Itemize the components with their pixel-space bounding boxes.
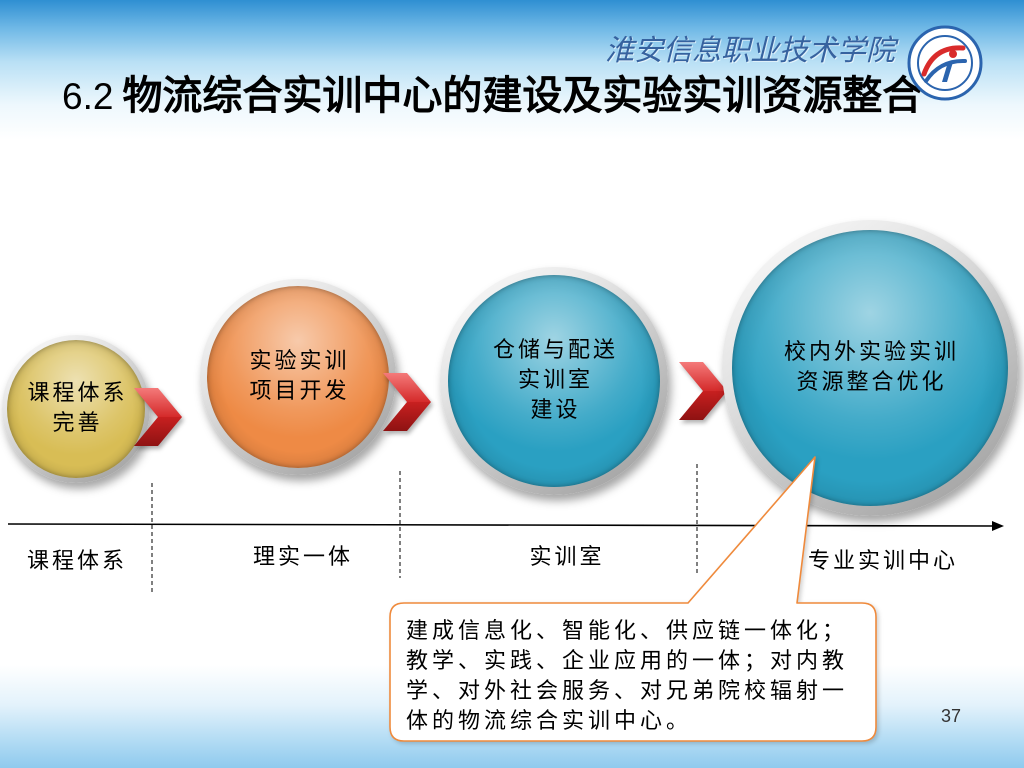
chevron-right-icon bbox=[383, 373, 431, 431]
stage-label-line: 完善 bbox=[52, 411, 103, 436]
chevron-right-icon bbox=[134, 388, 182, 446]
chevron-lower-arm bbox=[383, 402, 431, 431]
callout-text: 建成信息化、智能化、供应链一体化； 教学、实践、企业应用的一体；对内教 学、对外… bbox=[406, 617, 848, 737]
stage-label-line: 实验实训 bbox=[249, 349, 350, 374]
logo-red-swoosh bbox=[921, 45, 966, 77]
stage-fill: 课程体系 完善 bbox=[7, 340, 145, 478]
logo-blue-swoosh bbox=[924, 58, 967, 83]
logo-i-stem bbox=[942, 62, 953, 82]
chevron-upper-arm bbox=[134, 388, 182, 417]
stage-circle-2: 实验实训 项目开发 bbox=[200, 279, 396, 475]
stage-circle-1: 课程体系 完善 bbox=[2, 335, 150, 483]
chevron-upper-arm bbox=[383, 373, 431, 402]
axis-label-training-center: 专业实训中心 bbox=[807, 549, 959, 574]
school-name-logo-text: 淮安信息职业技术学院 bbox=[605, 33, 896, 67]
page-number: 37 bbox=[941, 706, 962, 726]
callout-line: 体的物流综合实训中心。 bbox=[406, 709, 693, 734]
callout-line: 建成信息化、智能化、供应链一体化； bbox=[406, 619, 849, 644]
stage-label-line: 仓储与配送 bbox=[492, 338, 618, 363]
stage-fill: 校内外实验实训 资源整合优化 bbox=[732, 230, 1008, 506]
stage-label-line: 项目开发 bbox=[249, 379, 350, 404]
stage-label-line: 课程体系 bbox=[27, 381, 128, 406]
stage-fill: 实验实训 项目开发 bbox=[207, 286, 389, 468]
stage-label: 实验实训 项目开发 bbox=[246, 347, 349, 407]
callout-line: 学、对外社会服务、对兄弟院校辐射一 bbox=[406, 679, 849, 704]
stage-label-line: 资源整合优化 bbox=[796, 370, 947, 395]
stage-label: 仓储与配送 实训室 建设 bbox=[490, 336, 618, 426]
chevron-lower-arm bbox=[134, 417, 182, 446]
school-logo-icon bbox=[907, 25, 983, 101]
stage-label-line: 实训室 bbox=[517, 368, 593, 393]
chevron-upper-arm bbox=[679, 362, 727, 391]
axis-label-theory-practice: 理实一体 bbox=[252, 545, 354, 570]
title-text: 物流综合实训中心的建设及实验实训资源整合 bbox=[122, 73, 923, 119]
stage-label: 校内外实验实训 资源整合优化 bbox=[781, 338, 959, 398]
axis-arrowhead bbox=[992, 521, 1004, 531]
chevron-lower-arm bbox=[679, 391, 727, 420]
chevron-right-icon bbox=[679, 362, 727, 420]
stage-label: 课程体系 完善 bbox=[24, 379, 127, 439]
callout-box bbox=[389, 456, 877, 742]
axis-label-training-room: 实训室 bbox=[529, 545, 605, 570]
callout-outline bbox=[389, 456, 877, 742]
stage-circle-3: 仓储与配送 实训室 建设 bbox=[440, 267, 668, 495]
axis-label-curriculum: 课程体系 bbox=[26, 549, 128, 574]
logo-i-dot bbox=[949, 50, 957, 58]
callout-line: 教学、实践、企业应用的一体；对内教 bbox=[406, 649, 849, 674]
title-number: 6.2 bbox=[62, 76, 114, 117]
axis-line bbox=[7, 523, 997, 527]
stage-label-line: 建设 bbox=[530, 398, 581, 423]
stage-label-line: 校内外实验实训 bbox=[783, 340, 959, 365]
stage-fill: 仓储与配送 实训室 建设 bbox=[448, 275, 660, 487]
stage-circle-4: 校内外实验实训 资源整合优化 bbox=[722, 220, 1018, 516]
